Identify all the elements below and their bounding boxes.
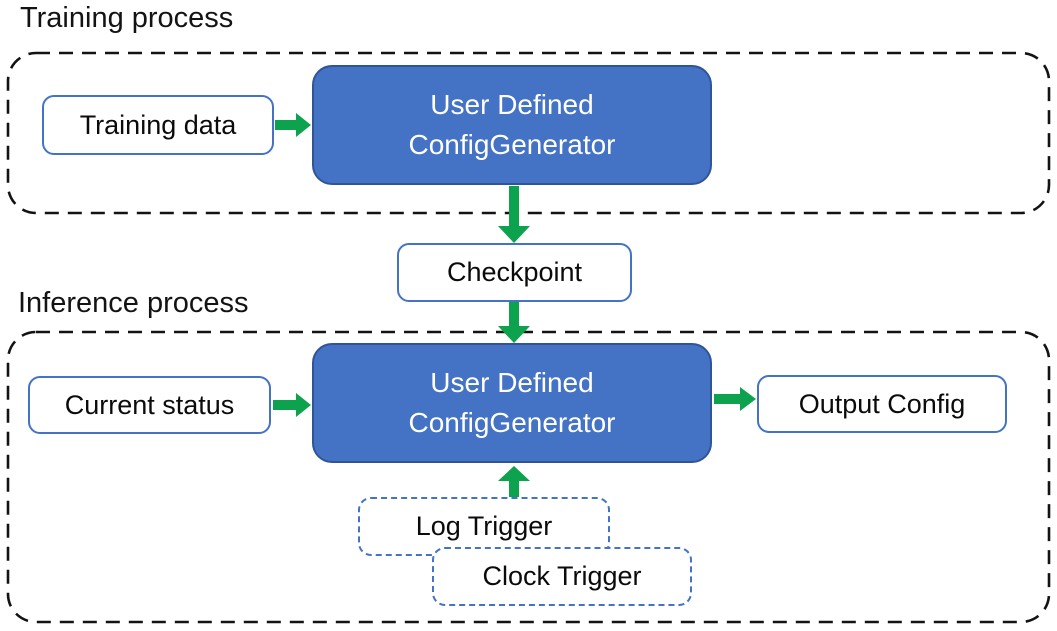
current-status-label: Current status [64, 389, 235, 420]
training-config-generator-box: User Defined ConfigGenerator [312, 65, 712, 185]
training-data-label: Training data [79, 109, 237, 140]
training-process-title: Training process [20, 2, 234, 34]
inference-generator-label-line1: User Defined [430, 367, 594, 399]
checkpoint-box: Checkpoint [397, 243, 632, 302]
checkpoint-label: Checkpoint [446, 257, 583, 287]
clock-trigger-box: Clock Trigger [432, 547, 692, 606]
inference-generator-label-line2: ConfigGenerator [408, 407, 616, 438]
inference-process-title: Inference process [18, 287, 249, 319]
inference-process-container [6, 330, 1051, 624]
clock-trigger-label: Clock Trigger [482, 561, 642, 591]
training-process-container [6, 51, 1051, 215]
arrow-current-status-to-generator [273, 393, 311, 417]
arrow-generator-to-checkpoint [498, 186, 530, 243]
output-config-label: Output Config [798, 388, 966, 419]
arrow-checkpoint-to-inference-generator [498, 302, 530, 343]
training-generator-label-line1: User Defined [430, 89, 594, 121]
training-data-box: Training data [42, 95, 274, 155]
training-generator-label-line2: ConfigGenerator [408, 129, 616, 160]
inference-config-generator-box: User Defined ConfigGenerator [312, 343, 712, 463]
arrow-log-trigger-to-generator [498, 466, 530, 497]
output-config-box: Output Config [757, 375, 1007, 433]
current-status-box: Current status [28, 376, 271, 434]
arrow-training-data-to-generator [275, 113, 311, 137]
log-trigger-label: Log Trigger [415, 511, 553, 541]
arrow-generator-to-output-config [714, 387, 756, 411]
